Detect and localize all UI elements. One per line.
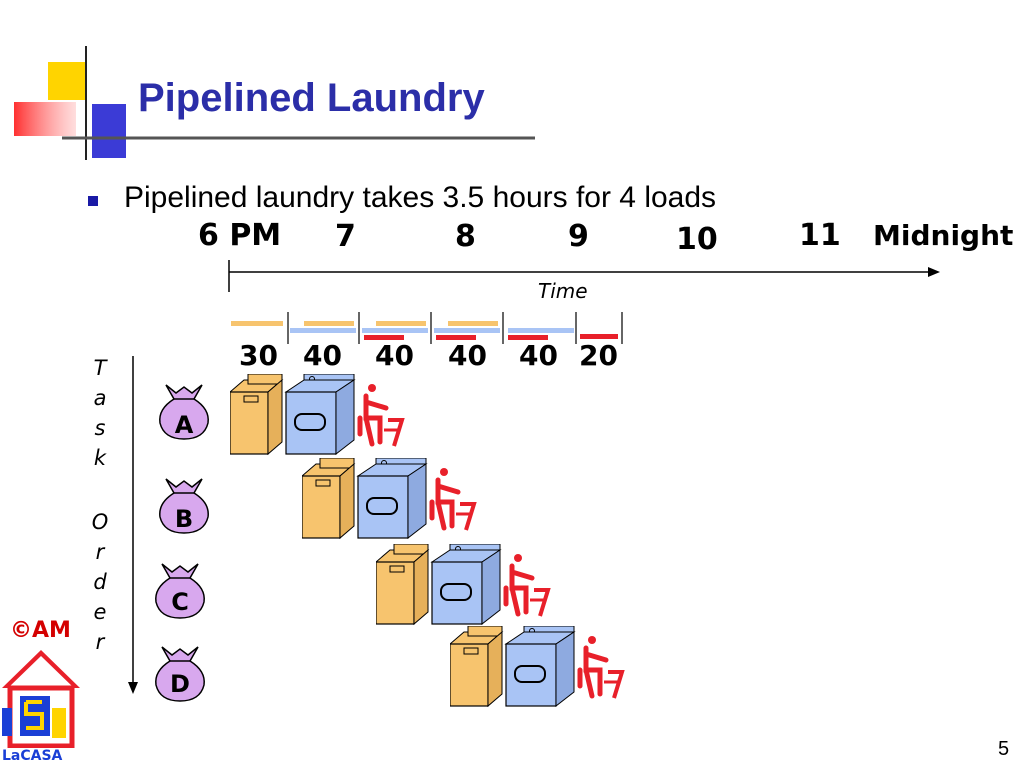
tick-label-10: 10 bbox=[676, 222, 718, 257]
bullet-marker bbox=[88, 196, 98, 206]
laundry-machines-task-a bbox=[230, 374, 405, 456]
folding-person-icon bbox=[357, 384, 405, 447]
washer-icon bbox=[376, 544, 430, 626]
duration-label: 30 bbox=[239, 339, 278, 372]
task-order-letter: T bbox=[93, 356, 107, 380]
task-order-letter: a bbox=[93, 386, 107, 410]
washer-icon bbox=[302, 458, 356, 540]
laundry-bag-icon bbox=[159, 478, 209, 534]
task-order-axis-arrowhead bbox=[128, 682, 138, 694]
stage-bar-wash-1 bbox=[231, 321, 283, 326]
task-order-letter: d bbox=[93, 570, 107, 594]
tick-label-7: 7 bbox=[335, 219, 356, 254]
folding-person-icon bbox=[503, 554, 551, 617]
duration-label: 20 bbox=[579, 339, 618, 372]
title-decoration bbox=[14, 46, 535, 160]
laundry-bag-icon bbox=[159, 384, 209, 440]
lacasa-logo-icon bbox=[2, 650, 80, 748]
copyright-text: ©AM bbox=[10, 618, 71, 643]
laundry-bag-icon bbox=[155, 646, 205, 702]
tick-label-9: 9 bbox=[568, 219, 589, 254]
task-order-letter: k bbox=[93, 446, 107, 470]
washer-icon bbox=[230, 374, 284, 456]
red-square bbox=[14, 102, 76, 136]
dryer-icon bbox=[284, 374, 356, 456]
duration-label: 40 bbox=[303, 339, 342, 372]
time-axis-arrowhead bbox=[928, 267, 940, 277]
duration-label: 40 bbox=[448, 339, 487, 372]
dryer-icon bbox=[430, 544, 502, 626]
task-label-c: C bbox=[171, 588, 189, 616]
folding-person-icon bbox=[429, 468, 477, 531]
dryer-icon bbox=[356, 458, 428, 540]
stage-bar-wash-2 bbox=[304, 321, 354, 326]
stage-bar-dry-3 bbox=[434, 328, 500, 333]
laundry-machines-task-d bbox=[450, 626, 625, 708]
time-axis-label: Time bbox=[538, 279, 588, 303]
tick-label-8: 8 bbox=[455, 219, 476, 254]
duration-label: 40 bbox=[519, 339, 558, 372]
page-number: 5 bbox=[998, 738, 1010, 760]
task-order-letter: r bbox=[95, 540, 105, 564]
folding-person-icon bbox=[577, 636, 625, 699]
duration-label: 40 bbox=[375, 339, 414, 372]
washer-icon bbox=[450, 626, 504, 708]
slide-title: Pipelined Laundry bbox=[138, 76, 485, 120]
stage-bar-wash-4 bbox=[448, 321, 498, 326]
stage-bar-dry-1 bbox=[290, 328, 356, 333]
stage-bar-dry-4 bbox=[508, 328, 574, 333]
stage-bar-dry-2 bbox=[362, 328, 428, 333]
laundry-machines-task-c bbox=[376, 544, 551, 626]
tick-label-11: 11 bbox=[799, 218, 841, 253]
task-order-letter: s bbox=[94, 416, 106, 440]
tick-label-6pm: 6 PM bbox=[198, 218, 282, 253]
stage-bar-wash-3 bbox=[376, 321, 426, 326]
brand-name: LaCASA bbox=[2, 748, 63, 764]
task-order-letter: e bbox=[93, 600, 107, 624]
dryer-icon bbox=[504, 626, 576, 708]
laundry-machines-task-b bbox=[302, 458, 477, 540]
task-label-a: A bbox=[174, 411, 194, 439]
task-label-d: D bbox=[170, 670, 190, 698]
yellow-square bbox=[48, 62, 86, 100]
task-order-letter: O bbox=[91, 510, 109, 534]
laundry-bag-icon bbox=[155, 563, 205, 619]
blue-square bbox=[92, 104, 126, 158]
bullet-text: Pipelined laundry takes 3.5 hours for 4 … bbox=[124, 181, 717, 214]
tick-label-midnight: Midnight bbox=[873, 219, 1014, 252]
task-order-letter: r bbox=[95, 630, 105, 654]
task-label-b: B bbox=[174, 505, 194, 533]
